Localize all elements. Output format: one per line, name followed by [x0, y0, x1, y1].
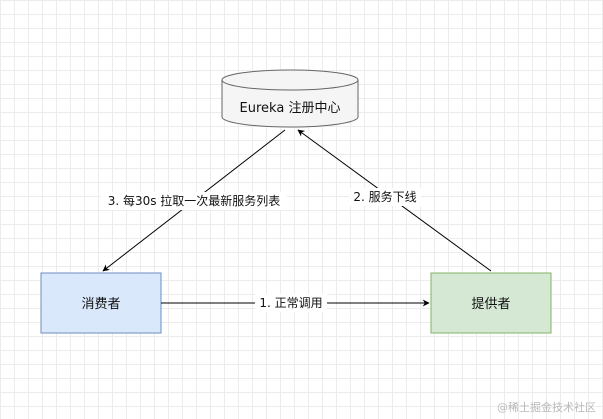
eureka-cylinder-body — [221, 80, 359, 128]
pull-label-bg — [101, 192, 287, 210]
offline-label-bg — [349, 188, 421, 206]
consumer-label: 消费者 — [81, 297, 120, 312]
consumer-node[interactable]: 消费者 — [40, 272, 162, 334]
pull-edge-label: 3. 每30s 拉取一次最新服务列表 — [108, 193, 281, 208]
eureka-registry-node[interactable]: Eureka 注册中心 — [221, 69, 359, 128]
eureka-cylinder-top — [221, 69, 359, 91]
watermark-text: @稀土掘金技术社区 — [497, 400, 596, 414]
call-edge-label: 1. 正常调用 — [259, 296, 322, 310]
call-label-bg — [255, 294, 327, 312]
offline-edge-label: 2. 服务下线 — [353, 189, 416, 204]
eureka-label: Eureka 注册中心 — [240, 101, 341, 116]
provider-node[interactable]: 提供者 — [430, 272, 552, 334]
provider-label: 提供者 — [471, 296, 510, 312]
